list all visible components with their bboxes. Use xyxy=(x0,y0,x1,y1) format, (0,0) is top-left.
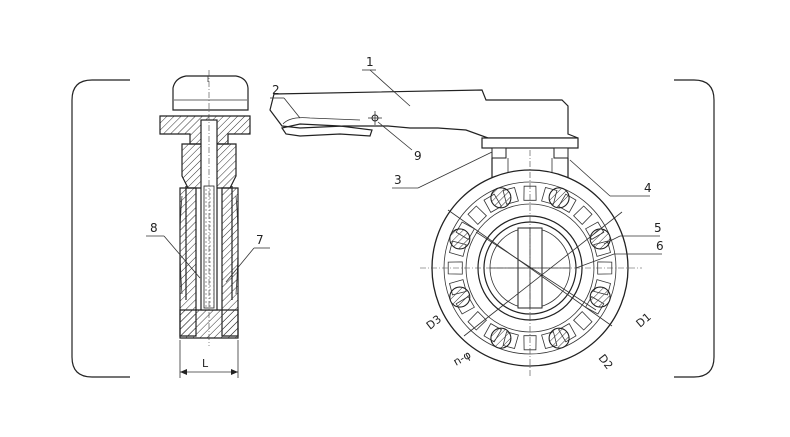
side-leaders xyxy=(146,235,270,283)
bolt-hole xyxy=(548,327,570,349)
label-part-4: 4 xyxy=(644,181,652,195)
label-part-9: 9 xyxy=(414,149,422,163)
bolt-hole xyxy=(490,187,512,209)
label-part-2: 2 xyxy=(272,83,280,97)
dim-d3-label: D3 xyxy=(424,313,444,333)
handle xyxy=(269,89,579,159)
bolt-hole xyxy=(449,228,471,250)
bolt-hole xyxy=(490,327,512,349)
label-part-1: 1 xyxy=(366,55,374,69)
rib-slot xyxy=(573,205,593,225)
bolt-holes xyxy=(449,187,611,349)
label-part-8: 8 xyxy=(150,221,158,235)
front-view xyxy=(420,150,642,376)
dim-d2-label: D2 xyxy=(596,352,616,372)
rib-slot xyxy=(467,205,487,225)
front-leaders xyxy=(270,69,662,269)
label-part-7: 7 xyxy=(256,233,264,247)
dim-d1-label: D1 xyxy=(634,310,654,330)
bolt-hole xyxy=(449,286,471,308)
frame xyxy=(71,79,715,378)
bolt-hole xyxy=(548,187,570,209)
rib-slot xyxy=(573,311,593,331)
label-part-3: 3 xyxy=(394,173,402,187)
bolt-hole xyxy=(589,228,611,250)
label-part-5: 5 xyxy=(654,221,662,235)
rib-slot xyxy=(523,185,537,201)
rib-slot xyxy=(467,311,487,331)
dim-length-label: L xyxy=(202,357,209,370)
side-section-view xyxy=(159,70,251,378)
bolt-hole xyxy=(589,286,611,308)
label-part-6: 6 xyxy=(656,239,664,253)
dim-bolt-holes-label: n-φ xyxy=(451,348,473,368)
